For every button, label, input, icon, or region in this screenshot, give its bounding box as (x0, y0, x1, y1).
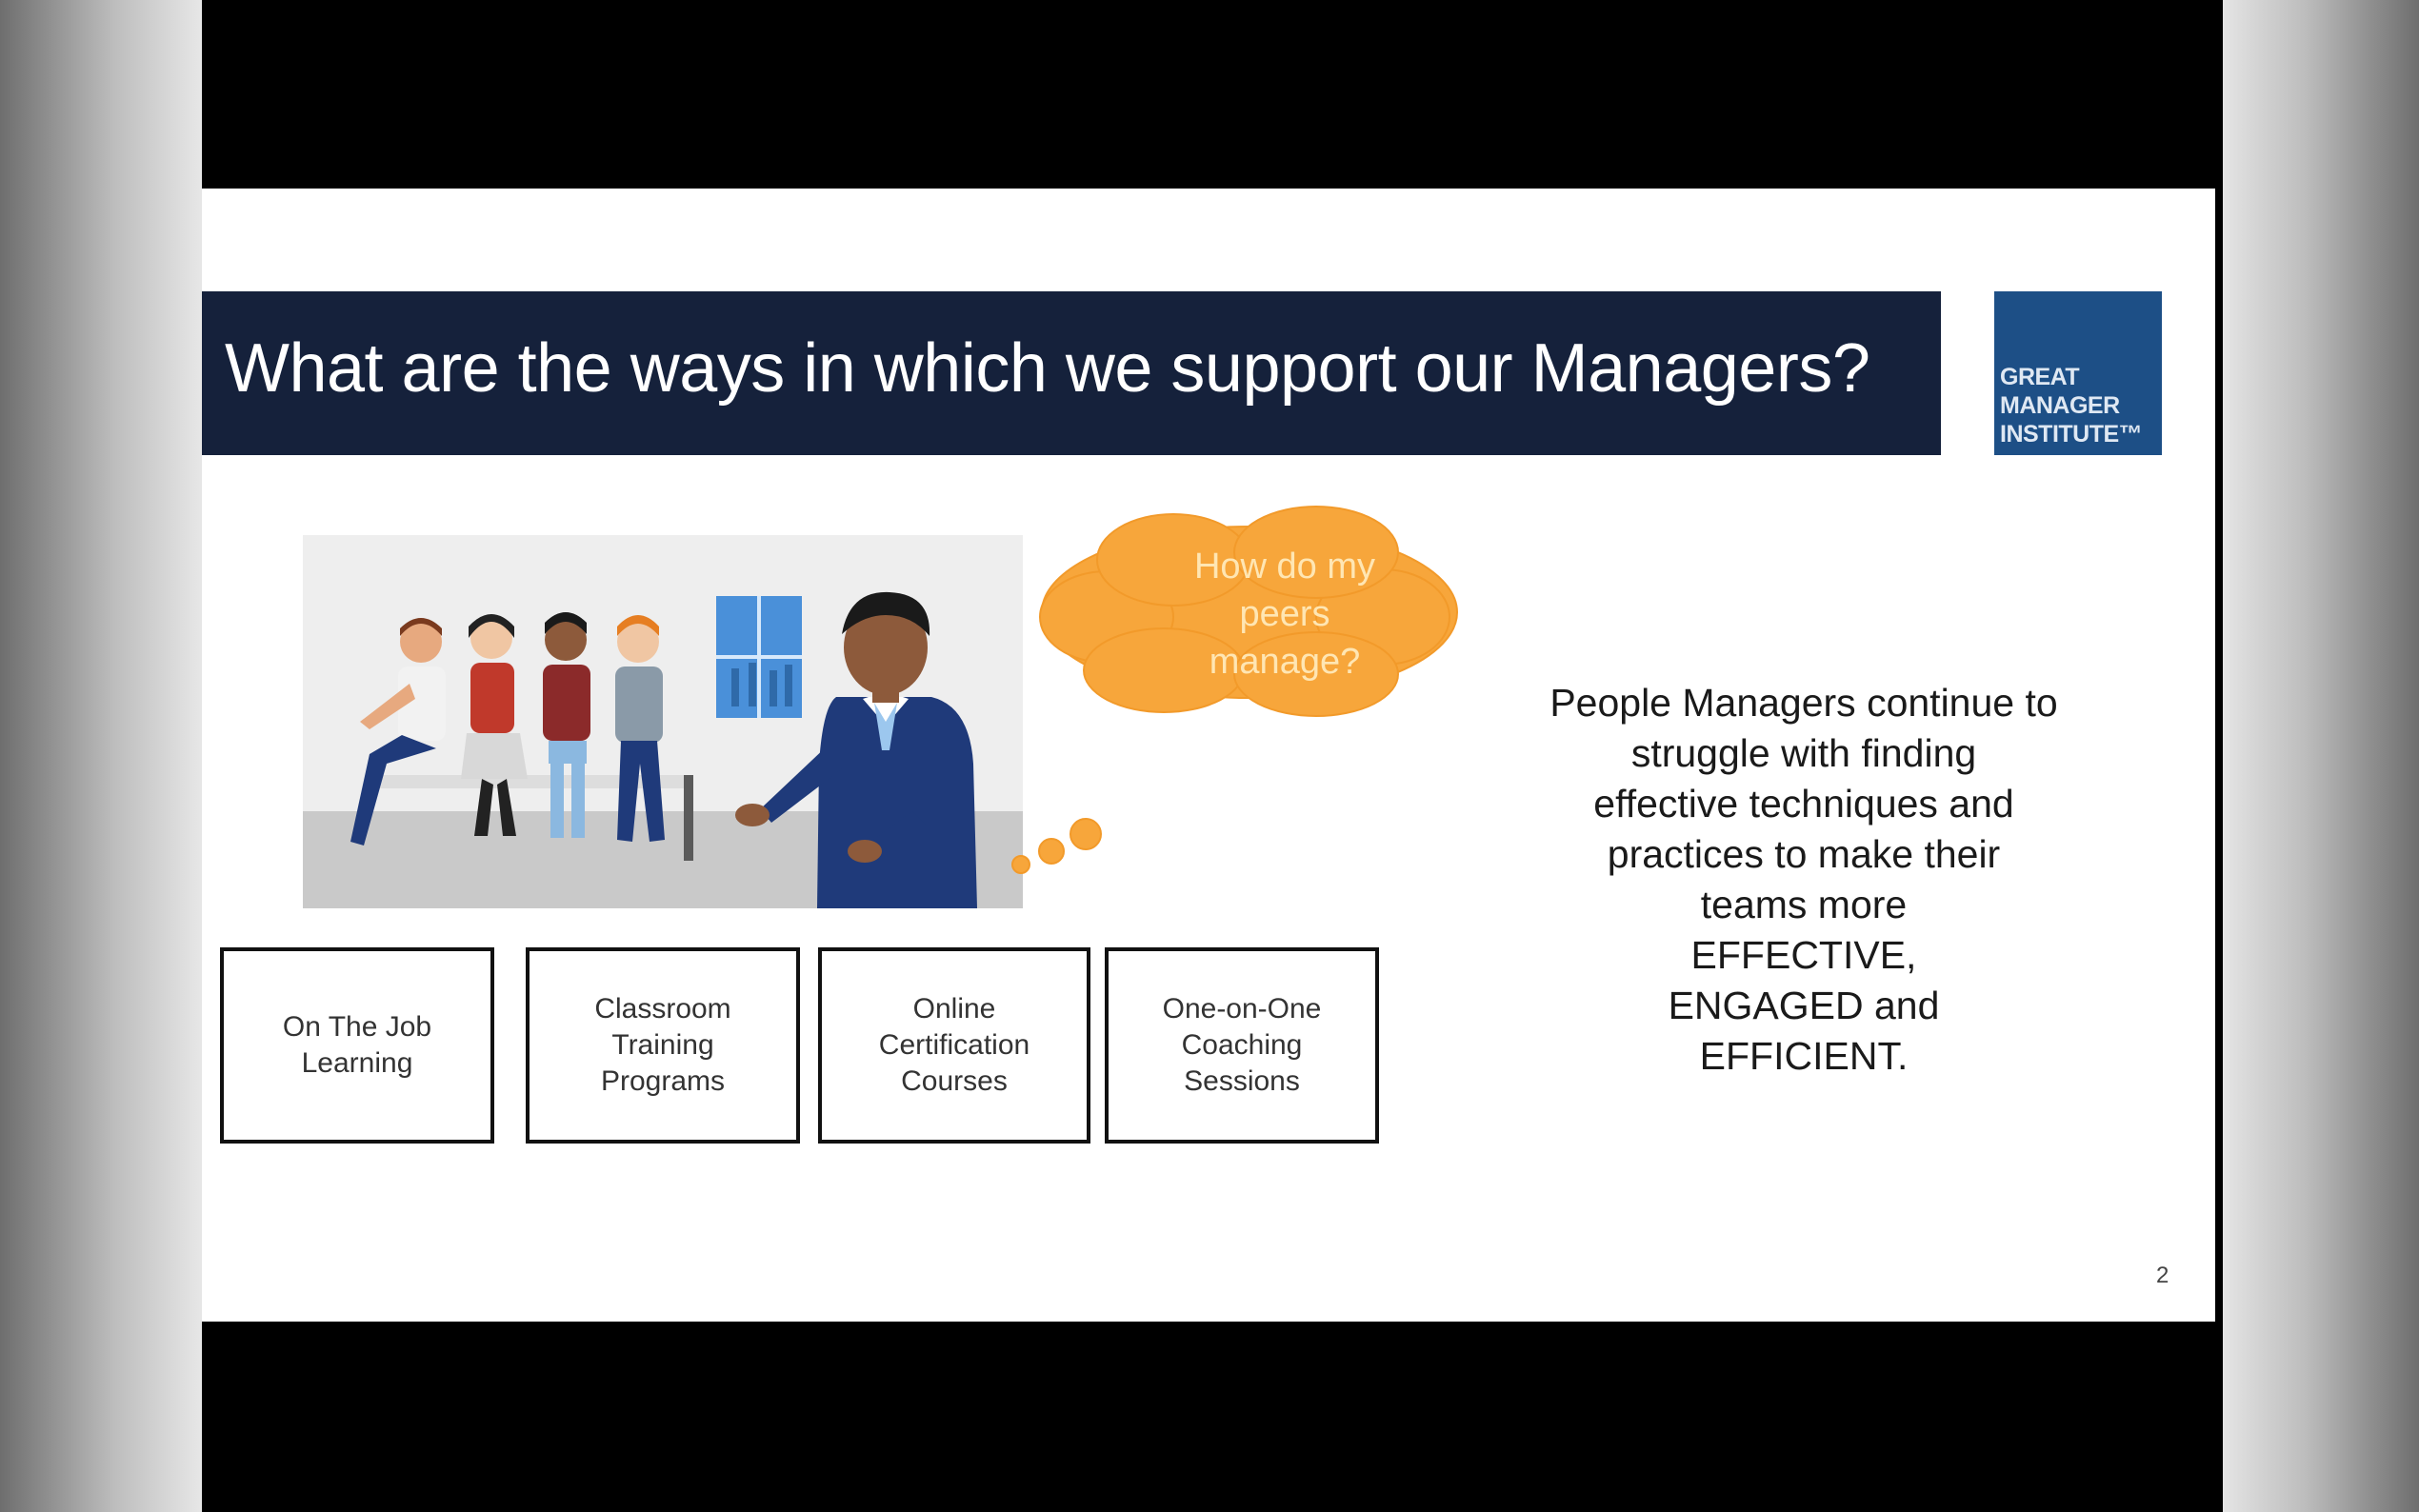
side-text-line-4: practices to make their (1607, 832, 2001, 876)
presentation-slide: What are the ways in which we support ou… (202, 189, 2215, 1322)
option-label-line: Coaching (1181, 1029, 1303, 1061)
page-number: 2 (2156, 1263, 2169, 1288)
side-text-line-7: ENGAGED and (1668, 984, 1940, 1027)
window-icon (716, 596, 802, 718)
option-label-line: Training (611, 1029, 714, 1061)
option-label-line: Learning (301, 1047, 413, 1079)
option-on-the-job-learning: On The Job Learning (220, 947, 494, 1144)
option-label-line: Classroom (594, 993, 731, 1025)
great-manager-institute-logo: GREAT MANAGER INSTITUTE™ (1994, 291, 2162, 455)
side-text-line-5: teams more (1700, 883, 1908, 926)
audience-person-2 (461, 614, 528, 836)
title-bar: What are the ways in which we support ou… (202, 291, 1941, 455)
option-label-line: Online (912, 993, 996, 1025)
presenter-figure (735, 591, 977, 908)
audience-person-4 (615, 615, 665, 842)
option-online-certification-courses: Online Certification Courses (818, 947, 1090, 1144)
option-label-line: Programs (600, 1065, 726, 1097)
training-illustration (303, 535, 1023, 908)
side-text-line-6: EFFECTIVE, (1690, 933, 1917, 977)
logo-line-1: GREAT (2000, 364, 2080, 390)
option-label-line: Courses (901, 1065, 1008, 1097)
option-label-line: On The Job (282, 1011, 432, 1043)
option-label-line: One-on-One (1162, 993, 1322, 1025)
side-text-line-3: effective techniques and (1593, 782, 2014, 826)
thought-bubble-text: How do my peers manage? (1170, 543, 1399, 686)
logo-line-2: MANAGER (2000, 392, 2120, 419)
option-one-on-one-coaching-sessions: One-on-One Coaching Sessions (1105, 947, 1379, 1144)
side-text-line-2: struggle with finding (1630, 731, 1977, 775)
slide-title: What are the ways in which we support ou… (225, 330, 1870, 407)
thought-bubble (1011, 506, 1458, 874)
option-label-line: Certification (878, 1029, 1030, 1061)
audience-person-3 (543, 612, 590, 838)
logo-line-3: INSTITUTE™ (2000, 421, 2143, 448)
thought-bubble-line-2: peers manage? (1209, 594, 1361, 682)
audience-person-1 (350, 618, 446, 846)
option-classroom-training-programs: Classroom Training Programs (526, 947, 800, 1144)
thought-bubble-line-1: How do my (1193, 547, 1376, 587)
side-text-line-1: People Managers continue to (1549, 681, 2058, 725)
side-text-line-8: EFFICIENT. (1699, 1034, 1909, 1078)
side-description: People Managers continue to struggle wit… (1499, 678, 2109, 1082)
option-label-line: Sessions (1184, 1065, 1300, 1097)
